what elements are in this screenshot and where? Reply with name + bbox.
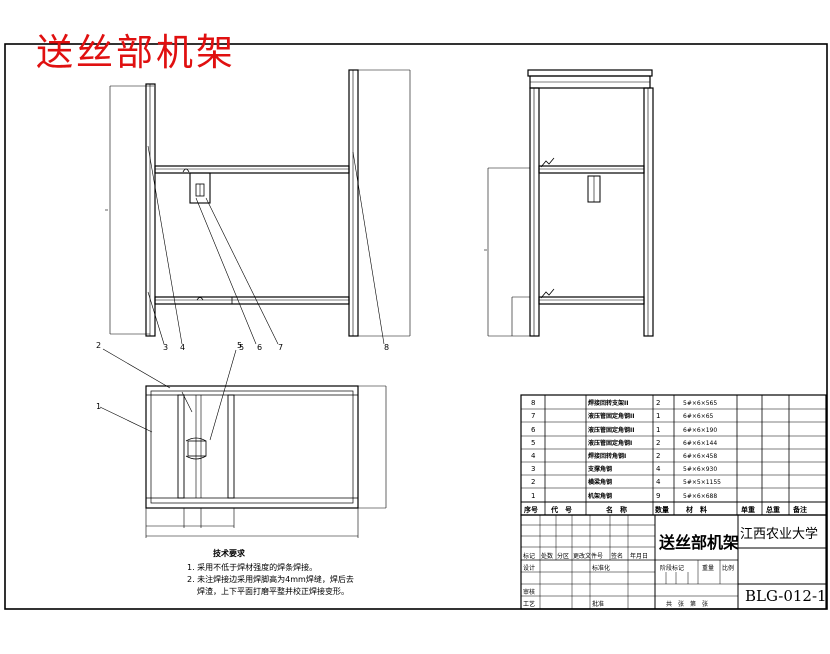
bom-header-no: 序号 xyxy=(523,505,538,514)
bom-table xyxy=(520,394,827,516)
drawing-title: 送丝部机架 xyxy=(658,533,739,552)
tb-zone: 分区 xyxy=(557,552,569,560)
bom-no: 2 xyxy=(531,478,535,486)
callout-3: 3 xyxy=(163,343,168,352)
red-title: 送丝部机架 xyxy=(36,31,236,74)
bom-header-remark: 备注 xyxy=(792,505,807,514)
bom-qty: 2 xyxy=(656,452,660,460)
bom-qty: 2 xyxy=(656,439,660,447)
bom-material: 6#×6×65 xyxy=(683,413,714,420)
bom-material: 5#×6×930 xyxy=(683,466,717,473)
bom-header-name: 名 称 xyxy=(606,505,627,514)
tb-approve: 批准 xyxy=(592,600,604,608)
bom-header-unit: 单重 xyxy=(741,505,755,514)
bom-header-total: 总重 xyxy=(766,505,780,514)
bom-name: 支撑角钢 xyxy=(587,465,612,473)
bom-qty: 9 xyxy=(656,492,660,500)
bom-name: 机架角钢 xyxy=(588,492,612,500)
tb-std: 标准化 xyxy=(592,564,610,572)
bom-header-qty: 数量 xyxy=(655,505,669,514)
tb-doc: 更改文件号 xyxy=(573,552,603,560)
bom-name: 液压管固定角钢I xyxy=(588,439,632,447)
tb-mark: 标记 xyxy=(523,552,535,560)
bom-qty: 1 xyxy=(656,426,660,434)
side-view xyxy=(484,69,654,337)
tb-craft: 工艺 xyxy=(523,600,535,608)
front-view xyxy=(105,69,411,441)
tb-stage: 阶段标记 xyxy=(660,564,684,572)
bom-name: 焊接回转支架II xyxy=(588,399,628,407)
bom-header-material: 材 料 xyxy=(685,505,707,514)
notes-title: 技术要求 xyxy=(213,549,245,558)
bom-no: 5 xyxy=(531,439,535,447)
bom-no: 1 xyxy=(531,492,535,500)
callout-5: 5 xyxy=(239,343,244,352)
bom-no: 6 xyxy=(531,426,536,434)
bom-qty: 2 xyxy=(656,399,660,407)
tb-total: 共 张 第 张 xyxy=(666,600,708,608)
tb-design: 设计 xyxy=(523,564,535,572)
bom-material: 6#×6×458 xyxy=(683,453,717,460)
bom-qty: 1 xyxy=(656,412,660,420)
callout-6: 6 xyxy=(257,343,262,352)
bom-header-code: 代 号 xyxy=(550,505,572,514)
tb-date: 年月日 xyxy=(630,552,648,560)
bom-name: 液压管固定角钢II xyxy=(588,426,634,434)
bom-no: 3 xyxy=(531,465,535,473)
title-block-text: 标记 处数 分区 更改文件号 签名 年月日 设计 标准化 审核 工艺 批准 阶段… xyxy=(523,526,827,608)
note-line: 焊渣，上下平面打磨平整并校正焊接变形。 xyxy=(197,587,349,596)
tb-review: 审核 xyxy=(523,588,535,596)
sheet-border xyxy=(4,43,828,610)
note-line: 2. 未注焊接边采用焊脚高为4mm焊缝，焊后去 xyxy=(187,575,354,584)
callout-4: 4 xyxy=(180,343,185,352)
bom-qty: 4 xyxy=(656,478,661,486)
bom-material: 6#×6×144 xyxy=(683,440,717,447)
title-block xyxy=(520,514,827,610)
callout-2: 2 xyxy=(96,341,101,350)
school-name: 江西农业大学 xyxy=(740,526,818,542)
bom-name: 横梁角钢 xyxy=(588,478,612,486)
tb-count: 处数 xyxy=(541,552,553,560)
bom-material: 6#×6×190 xyxy=(683,427,717,434)
tb-weight: 重量 xyxy=(702,564,714,572)
tb-scale: 比例 xyxy=(722,564,734,572)
tb-sign: 签名 xyxy=(611,552,623,560)
callout-8: 8 xyxy=(384,343,389,352)
note-line: 1. 采用不低于焊材强度的焊条焊接。 xyxy=(187,563,318,572)
callouts: 2 1 5 3 4 5 6 7 8 xyxy=(96,341,389,411)
bom-no: 7 xyxy=(531,412,535,420)
callout-1: 1 xyxy=(96,402,101,411)
callout-7: 7 xyxy=(278,343,283,352)
top-view xyxy=(99,348,387,538)
bom-name: 液压管固定角钢II xyxy=(588,412,634,420)
bom-no: 8 xyxy=(531,399,535,407)
drawing-number: BLG-012-1 xyxy=(745,587,827,605)
bom-material: 5#×6×688 xyxy=(683,493,717,500)
callout-5-top: 5 xyxy=(237,341,242,350)
bom-material: 5#×5×1155 xyxy=(683,479,721,486)
bom-rows: 8 焊接回转支架II 2 5#×6×565 7 液压管固定角钢II 1 6#×6… xyxy=(523,399,807,514)
bom-qty: 4 xyxy=(656,465,661,473)
bom-name: 焊接回转角钢I xyxy=(588,452,626,460)
bom-no: 4 xyxy=(531,452,536,460)
bom-material: 5#×6×565 xyxy=(683,400,717,407)
